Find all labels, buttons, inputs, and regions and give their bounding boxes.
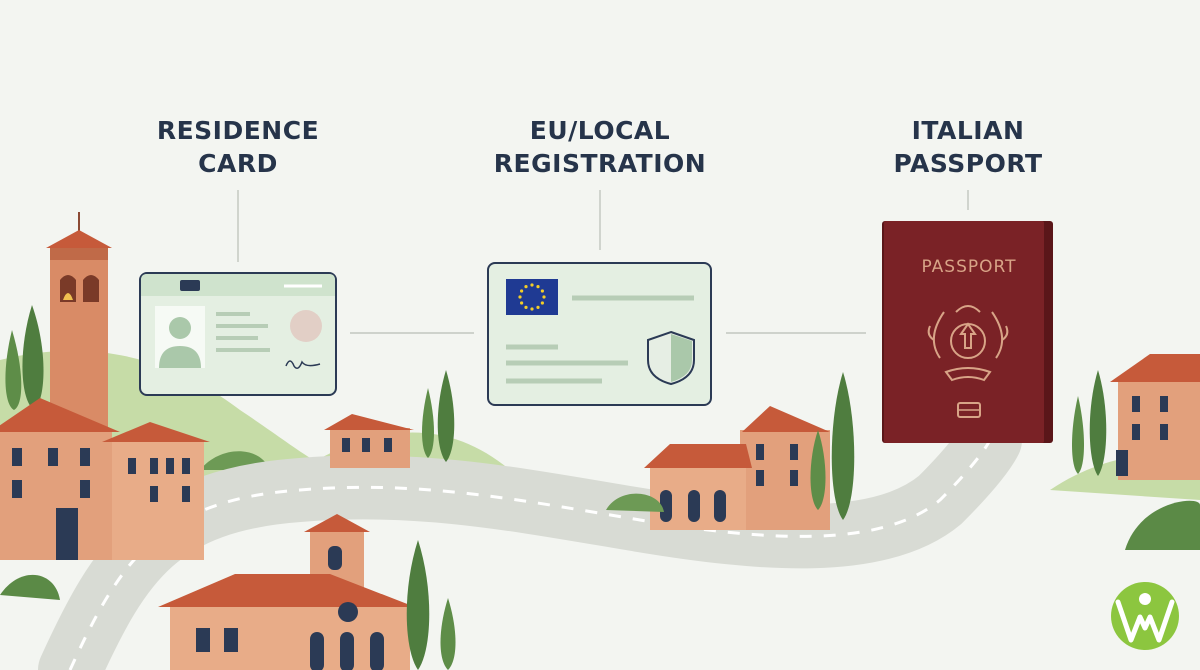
cypress-tree — [440, 598, 456, 670]
cypress-tree — [5, 330, 22, 410]
italian-passport: PASSPORT — [882, 221, 1053, 443]
eu-star — [520, 301, 524, 305]
passport-cover-text: PASSPORT — [922, 257, 1017, 277]
cypress-tree — [1072, 396, 1084, 474]
eu-star — [540, 301, 544, 305]
cypress-tree — [437, 370, 455, 462]
eu-registration-label: EU/LOCAL REGISTRATION — [493, 116, 707, 178]
church — [158, 514, 415, 670]
id-card-icon — [169, 317, 191, 339]
eu-star — [530, 283, 534, 287]
bell-tower — [46, 212, 112, 428]
connector-lines — [237, 190, 969, 334]
eu-star — [518, 295, 522, 299]
cypress-tree — [810, 430, 826, 510]
shrub — [1125, 500, 1200, 550]
brand-logo-icon — [1111, 582, 1179, 650]
cypress-tree — [422, 388, 434, 458]
shrub — [0, 574, 60, 600]
small-house — [324, 414, 414, 468]
laurel-emblem-icon — [927, 305, 1009, 382]
eu-star — [520, 289, 524, 293]
cypress-tree — [406, 540, 430, 670]
eu-star — [536, 285, 540, 289]
chip-icon — [180, 280, 200, 291]
italian-passport-label: ITALIAN PASSPORT — [893, 116, 1043, 178]
signature — [285, 360, 321, 369]
far-right-buildings — [1110, 354, 1200, 480]
eu-star — [524, 285, 528, 289]
shrub — [606, 493, 664, 512]
cypress-tree — [22, 305, 44, 410]
cypress-tree — [1089, 370, 1107, 476]
residence-card — [139, 272, 337, 396]
eu-registration-card — [487, 262, 712, 406]
eu-star — [524, 305, 528, 309]
right-center-buildings — [644, 406, 830, 530]
eu-star — [542, 295, 546, 299]
eu-star — [540, 289, 544, 293]
residence-card-label: RESIDENCE CARD — [156, 116, 320, 178]
left-buildings — [0, 398, 210, 560]
eu-star — [530, 307, 534, 311]
cypress-tree — [831, 372, 855, 520]
bell-icon — [63, 293, 73, 300]
eu-star — [536, 305, 540, 309]
